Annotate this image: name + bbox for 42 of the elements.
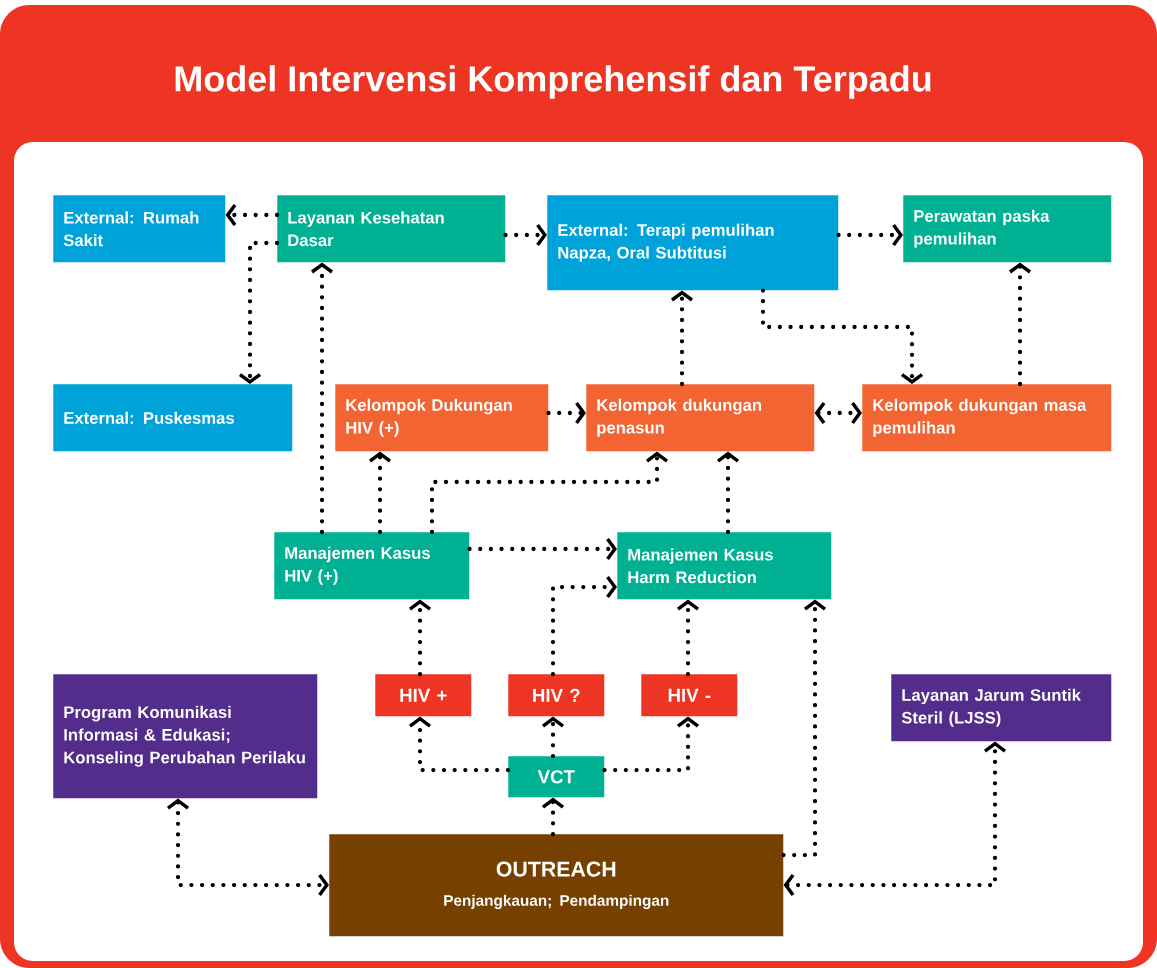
process-box: Layanan Jarum Suntik Steril (LJSS) — [891, 674, 1112, 742]
arrow — [503, 224, 547, 247]
process-box: VCT — [508, 756, 605, 798]
arrow — [717, 451, 740, 535]
result-box: HIV - — [641, 674, 738, 717]
arrow — [783, 741, 1007, 897]
arrow — [1009, 262, 1032, 387]
process-box: External: Puskesmas — [53, 384, 293, 452]
outreach-box: OUTREACH Penjangkauan; Pendampingan — [329, 834, 784, 937]
arrow — [836, 224, 903, 247]
arrow — [671, 290, 694, 387]
result-box: HIV + — [375, 674, 472, 717]
arrow — [781, 599, 827, 858]
arrow — [369, 451, 392, 535]
arrow — [310, 262, 334, 535]
arrow — [429, 451, 669, 535]
arrow — [467, 538, 617, 561]
arrow — [546, 401, 586, 425]
arrow — [760, 288, 924, 384]
process-box: Program Komunikasi Informasi & Edukasi; Konseling Perubahan Perilaku — [53, 674, 318, 799]
process-box: External: Terapi pemulihan Napza, Oral Subtitusi — [547, 195, 839, 291]
arrow — [408, 716, 511, 773]
arrow — [602, 716, 700, 773]
result-box: HIV ? — [508, 674, 605, 717]
process-box: Perawatan paska pemulihan — [903, 195, 1112, 263]
process-box: Layanan Kesehatan Dasar — [277, 195, 506, 263]
arrow — [677, 599, 700, 677]
arrow — [814, 401, 862, 425]
arrow — [225, 203, 280, 227]
process-box: Manajemen Kasus Harm Reduction — [617, 532, 832, 600]
process-box: Kelompok dukungan penasun — [586, 384, 815, 452]
arrow — [542, 716, 565, 759]
arrow — [166, 798, 329, 897]
process-box: Manajemen Kasus HIV (+) — [274, 532, 470, 600]
arrow — [542, 797, 565, 837]
process-box: Kelompok Dukungan HIV (+) — [335, 384, 549, 452]
arrow — [238, 240, 280, 384]
process-box: External: Rumah Sakit — [53, 195, 226, 263]
process-box: Kelompok dukungan masa pemulihan — [862, 384, 1112, 452]
arrow — [550, 576, 617, 677]
title: Model Intervensi Komprehensif dan Terpadu — [175, 65, 931, 99]
arrow — [408, 599, 432, 677]
